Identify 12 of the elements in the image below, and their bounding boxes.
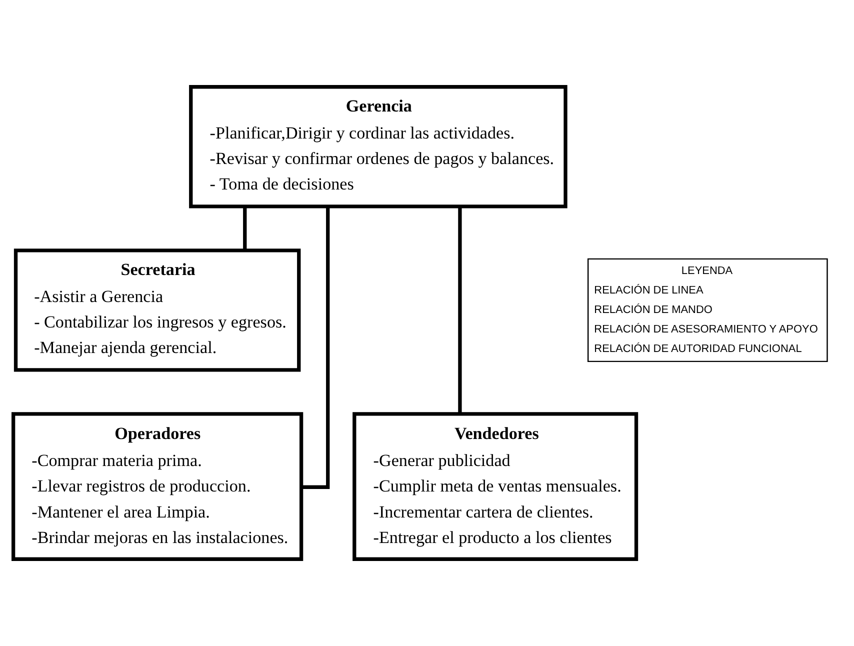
legend-label: RELACIÓN DE AUTORIDAD FUNCIONAL: [594, 342, 802, 355]
legend-label: RELACIÓN DE MANDO: [594, 304, 712, 316]
node-box: Gerencia -Planificar,Dirigir y cordinar las actividades. -Revisar y confirmar ordenes de pagos y balances. - Toma de decisiones: [189, 85, 568, 208]
connector: [302, 206, 330, 489]
connector: [243, 206, 247, 250]
node-box: Operadores -Comprar materia prima. -Llevar registros de produccion. -Mantener el area Limpia. -Brindar mejoras en las instalaciones.: [12, 412, 304, 561]
connector: [458, 206, 462, 414]
legend-label: RELACIÓN DE ASESORAMIENTO Y APOYO: [594, 323, 818, 336]
node-box: Vendedores -Generar publicidad -Cumplir meta de ventas mensuales. -Incrementar cartera de clientes. -Entregar el producto a los clientes: [352, 412, 638, 561]
node-box: Secretaria -Asistir a Gerencia - Contabilizar los ingresos y egresos. -Manejar ajenda gerencial.: [14, 248, 301, 372]
label: LEYENDA: [681, 264, 733, 277]
legend-label: RELACIÓN DE LINEA: [594, 284, 704, 296]
